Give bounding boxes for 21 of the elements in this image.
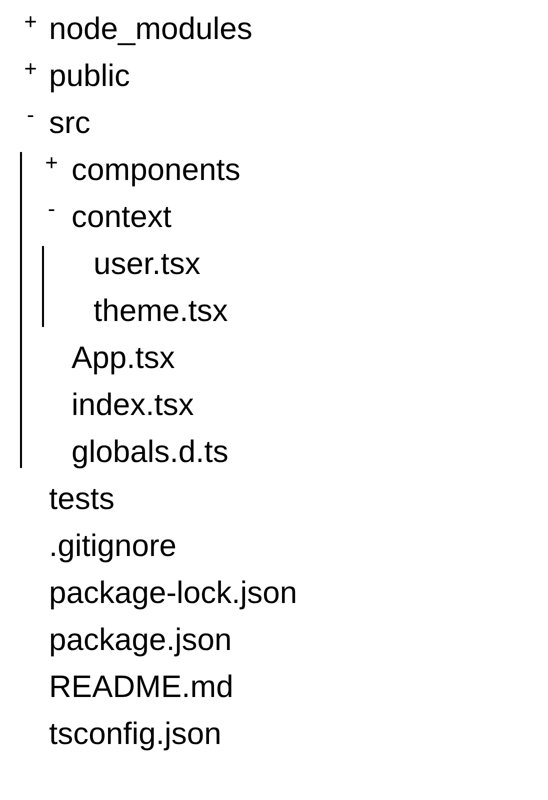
file-name: tests	[49, 480, 114, 517]
file-name: App.tsx	[72, 340, 175, 376]
expand-toggle: +	[45, 152, 58, 174]
file-name: .gitignore	[49, 528, 177, 564]
file-name: user.tsx	[94, 246, 200, 282]
file-name: package.json	[49, 622, 232, 658]
file-name: package-lock.json	[49, 574, 298, 611]
file-name: theme.tsx	[94, 292, 228, 329]
folder-name: public	[49, 58, 130, 94]
expand-toggle: +	[24, 10, 37, 32]
folder-name: src	[49, 104, 90, 141]
file-name: index.tsx	[72, 386, 194, 423]
file-name: globals.d.ts	[72, 434, 228, 470]
file-name: README.md	[49, 668, 234, 705]
folder-name: components	[72, 152, 240, 188]
collapse-toggle: -	[48, 198, 56, 220]
folder-name: context	[72, 198, 172, 235]
collapse-toggle: -	[26, 104, 34, 126]
expand-toggle: +	[24, 58, 37, 80]
folder-name: node_modules	[49, 10, 252, 47]
file-name: tsconfig.json	[49, 716, 222, 752]
